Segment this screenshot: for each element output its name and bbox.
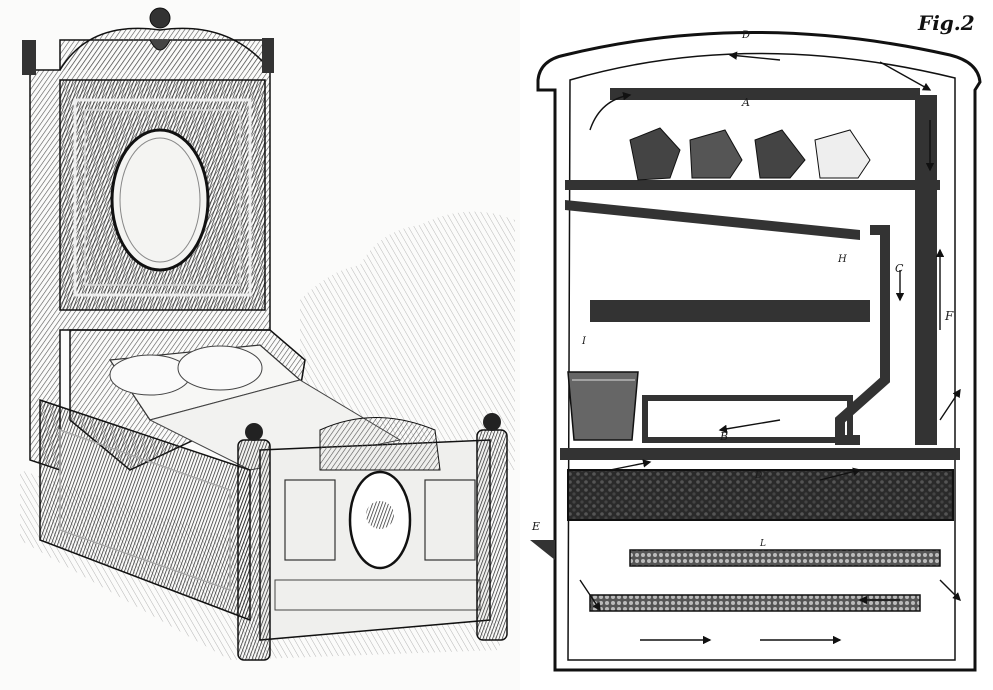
- label-top: D: [741, 30, 750, 41]
- label-l: L: [759, 539, 766, 549]
- label-b: B: [719, 430, 728, 443]
- label-e: E: [531, 520, 540, 533]
- label-d: D: [754, 471, 762, 481]
- label-c: C: [895, 262, 904, 275]
- bed-illustration-panel: [20, 7, 515, 661]
- figure-label: Fig.2: [917, 11, 975, 35]
- label-h: H: [837, 254, 847, 265]
- label-f: F: [944, 309, 954, 323]
- label-i: I: [581, 336, 587, 347]
- label-a: A: [741, 96, 750, 109]
- refrigerator-diagram-panel: Fig.2 D A C F H I B D: [520, 0, 993, 690]
- ornate-bed-icon: [20, 7, 515, 661]
- refrigerator-cross-section-icon: Fig.2 D A C F H I B D: [530, 11, 982, 672]
